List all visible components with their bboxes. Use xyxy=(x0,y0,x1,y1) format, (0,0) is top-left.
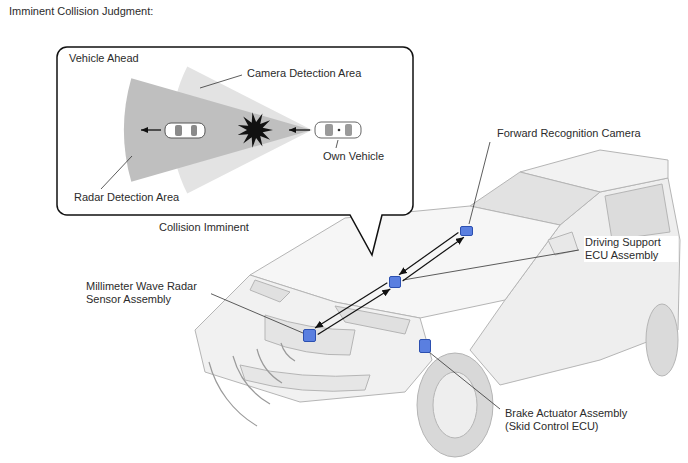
side-window xyxy=(605,184,670,240)
motion-arrow xyxy=(141,129,161,130)
radar-area xyxy=(124,78,312,182)
part-label: Forward Recognition Camera xyxy=(496,127,642,140)
annotation-label: Camera Detection Area xyxy=(246,67,362,80)
annotation-label: Radar Detection Area xyxy=(73,191,180,204)
callout-outline xyxy=(57,47,413,255)
signal-arrow xyxy=(403,237,464,281)
component-marker: Brake Actuator Assembly (Skid Control EC… xyxy=(419,339,431,353)
grille xyxy=(265,315,355,355)
part-label: Brake Actuator Assembly (Skid Control EC… xyxy=(504,407,644,433)
signal-arrow xyxy=(399,233,458,275)
part-label: Millimeter Wave Radar Sensor Assembly xyxy=(85,280,211,306)
leader-line xyxy=(403,250,579,280)
wheel xyxy=(646,304,678,376)
annotation-label: Collision Imminent xyxy=(158,221,250,234)
leader-lines xyxy=(101,75,338,189)
annotation-label: Own Vehicle xyxy=(322,150,385,163)
vehicle-ahead-icon xyxy=(165,123,205,138)
front-fascia xyxy=(195,275,432,402)
component-marker: Forward Recognition Camera xyxy=(460,226,473,236)
wave-arc xyxy=(209,362,257,426)
radar-waves xyxy=(209,343,295,426)
own-vehicle-icon xyxy=(315,122,361,138)
leader-line xyxy=(207,292,303,333)
component-marker: Driving Support ECU Assembly xyxy=(389,276,401,288)
component-marker: Millimeter Wave Radar Sensor Assembly xyxy=(303,329,316,342)
leader-line xyxy=(429,352,500,409)
mirror xyxy=(548,232,578,255)
collision-mark xyxy=(238,112,273,148)
title-text: Imminent Collision Judgment: xyxy=(8,5,154,18)
wheel xyxy=(417,353,493,457)
callout-heading: Vehicle Ahead xyxy=(68,52,140,65)
signal-arrow xyxy=(315,283,387,328)
wheel-rim xyxy=(433,372,477,438)
signal-arrow xyxy=(318,289,391,334)
part-label: Driving Support ECU Assembly xyxy=(584,236,678,262)
headlight xyxy=(250,280,290,302)
leader-line xyxy=(469,142,490,224)
lower-intake xyxy=(240,365,370,391)
wave-arc xyxy=(233,356,270,404)
motion-arrow xyxy=(289,129,310,130)
wave-arc xyxy=(257,349,282,383)
wave-arc xyxy=(281,343,295,361)
